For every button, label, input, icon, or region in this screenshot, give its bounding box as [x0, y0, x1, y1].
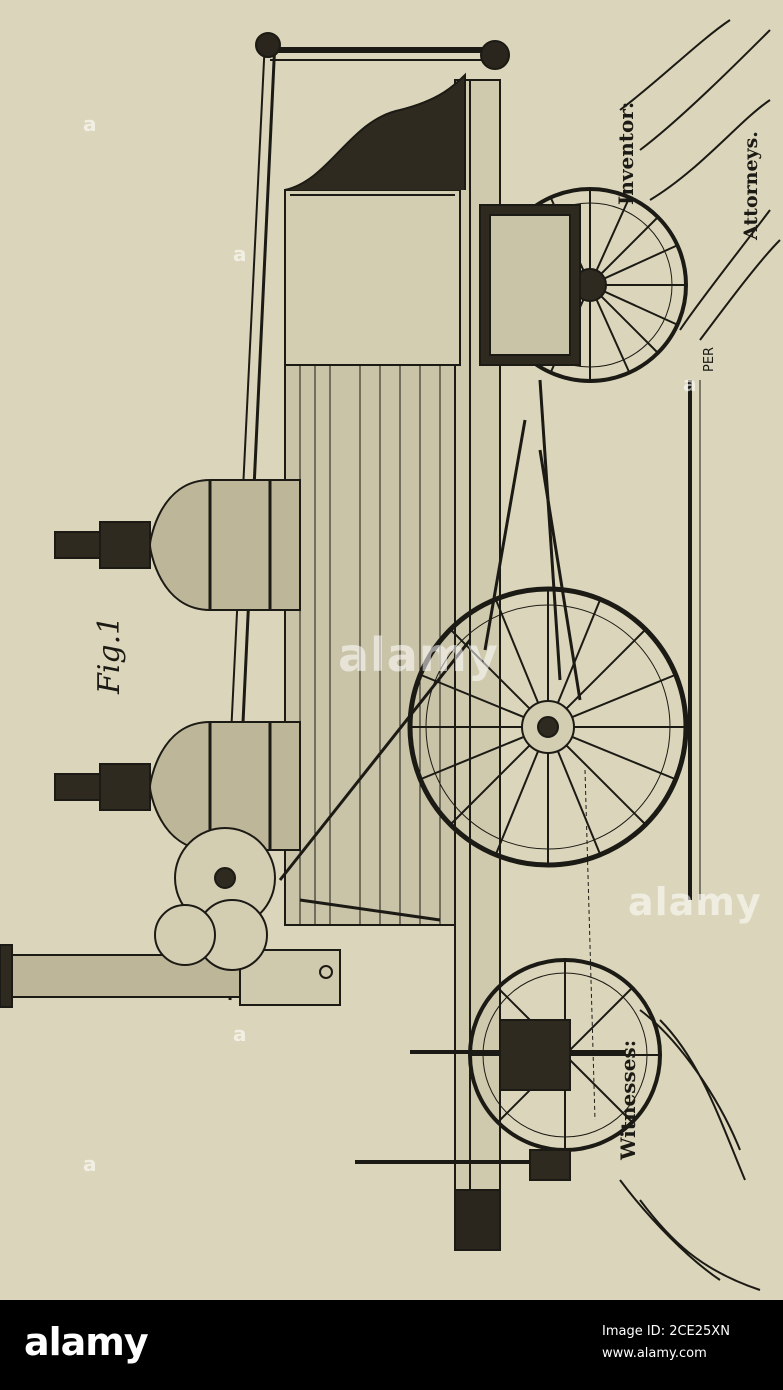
watermark-a-mark: a — [83, 1152, 97, 1176]
watermark-a-mark: a — [83, 112, 97, 136]
witness-signature — [620, 1010, 760, 1290]
patent-drawing-area: alamy alamy a a a a a Fig.1 Witnesses: I… — [0, 0, 783, 1300]
watermark-a-mark: a — [233, 242, 247, 266]
pulleys — [155, 828, 275, 970]
footer-bar: alamy Image ID: 2CE25XN www.alamy.com — [0, 1300, 783, 1390]
ground-lines — [690, 380, 700, 900]
steam-dome-upper — [55, 480, 300, 610]
image-id-text: Image ID: 2CE25XN — [602, 1324, 730, 1339]
site-url-link[interactable]: www.alamy.com — [602, 1346, 707, 1361]
watermark-a-mark: a — [683, 372, 697, 396]
inventor-signature — [620, 20, 780, 340]
chain — [585, 770, 595, 1120]
watermark-alamy-lower: alamy — [628, 880, 762, 924]
watermark-a-mark: a — [233, 1022, 247, 1046]
steam-dome-lower — [55, 722, 300, 850]
pump-cylinder — [480, 205, 580, 365]
alamy-logo[interactable]: alamy — [24, 1320, 148, 1364]
watermark-alamy-center: alamy — [338, 628, 499, 682]
tool-box — [285, 75, 465, 365]
